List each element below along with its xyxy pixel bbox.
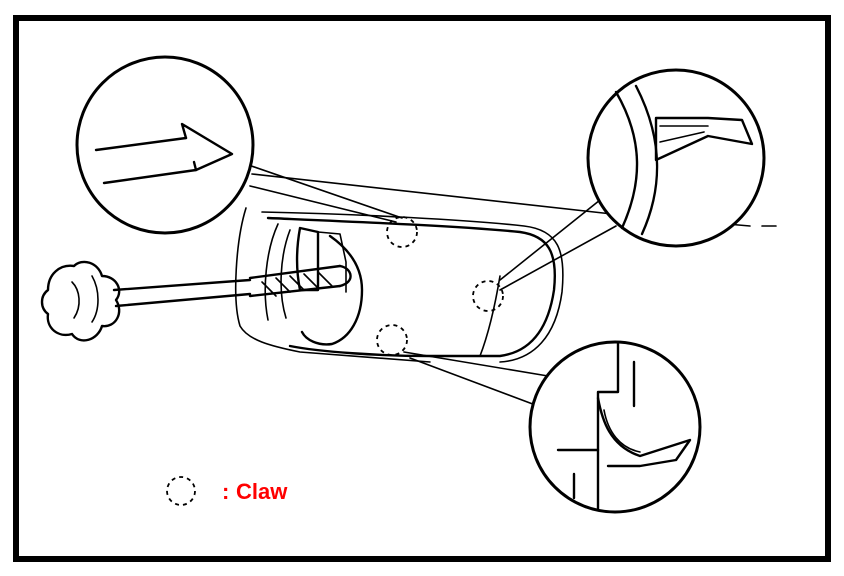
claw-marker-right (472, 280, 504, 312)
detail-callout-top-left (75, 55, 255, 235)
legend-separator: : (222, 479, 229, 504)
screwdriver (40, 260, 352, 342)
detail-callout-top-right (586, 68, 766, 248)
dashed-circle-icon (166, 476, 196, 506)
legend: : Claw (166, 476, 288, 506)
trim-panel (234, 207, 564, 363)
detail-callout-bottom-right (528, 340, 702, 514)
legend-label: Claw (236, 479, 288, 504)
outer-frame (13, 15, 831, 562)
claw-marker-bottom (376, 324, 408, 356)
claw-marker-top (386, 216, 418, 248)
